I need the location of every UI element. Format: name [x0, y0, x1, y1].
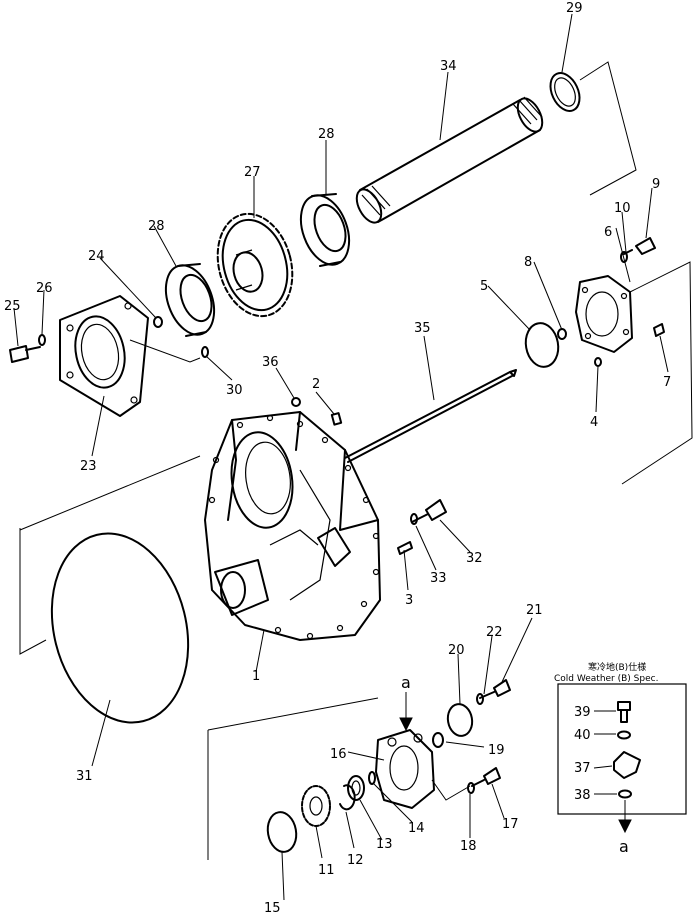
- retainer-23: [59, 295, 149, 417]
- callout-36: 36: [262, 355, 279, 370]
- bolt-17: [471, 767, 501, 787]
- oring-19: [432, 732, 444, 748]
- callout-27: 27: [244, 165, 261, 180]
- oring-30: [201, 346, 209, 358]
- inset-title-jp: 寒冷地(B)仕様: [588, 661, 646, 673]
- leader-lines: [13, 13, 669, 901]
- callout-34: 34: [440, 59, 457, 74]
- bearing-28-lower: [164, 263, 216, 337]
- callout-14: 14: [408, 821, 425, 836]
- callout-10: 10: [614, 201, 631, 216]
- rod-35: [344, 369, 517, 463]
- bracket-31: [19, 455, 201, 655]
- callout-26: 26: [36, 281, 53, 296]
- callout-19: 19: [488, 743, 505, 758]
- plug-36: [291, 397, 301, 407]
- plug-2: [330, 412, 343, 426]
- callout-5: 5: [480, 279, 488, 294]
- inset-callout-40: 40: [574, 728, 591, 743]
- callout-4: 4: [590, 415, 598, 430]
- callout-23: 23: [80, 459, 97, 474]
- gear-11: [301, 785, 331, 827]
- callout-25: 25: [4, 299, 21, 314]
- callout-2: 2: [312, 377, 320, 392]
- snap-ring-12: [339, 784, 356, 811]
- ref-arrow-a: [399, 717, 413, 732]
- callout-35: 35: [414, 321, 431, 336]
- plug-8: [557, 328, 567, 340]
- callout-9: 9: [652, 177, 660, 192]
- gear-27: [216, 212, 294, 318]
- inset-washer-40: [617, 730, 631, 740]
- snap-ring-14: [368, 771, 376, 785]
- inset-title-en: Cold Weather (B) Spec.: [554, 674, 658, 684]
- washer-22: [476, 693, 484, 705]
- callout-16: 16: [330, 747, 347, 762]
- cover-6: [575, 275, 633, 353]
- callout-22: 22: [486, 625, 503, 640]
- callout-8: 8: [524, 255, 532, 270]
- housing-1: [204, 411, 381, 641]
- shaft-34: [355, 96, 544, 224]
- inset-ref-label-a: a: [619, 837, 629, 856]
- washer-10: [620, 251, 628, 263]
- inset-callout-37: 37: [574, 761, 591, 776]
- oring-5: [524, 322, 560, 368]
- callout-20: 20: [448, 643, 465, 658]
- callout-32: 32: [466, 551, 483, 566]
- inset-frame: [557, 683, 687, 815]
- inset-bolt-39: [617, 701, 631, 723]
- bolt-25: [9, 345, 41, 363]
- callout-labels: 1 2 3 4 5 6 7 8 9 10 11 12 13 14 15 16 1…: [4, 1, 671, 912]
- bracket-6: [621, 261, 693, 485]
- inset-callout-38: 38: [574, 788, 591, 803]
- callout-28b: 28: [318, 127, 335, 142]
- bolt-9: [623, 237, 656, 255]
- callout-31: 31: [76, 769, 93, 784]
- bolt-32: [411, 499, 447, 523]
- seal-15: [266, 811, 298, 853]
- inset-ref-arrow-a: [618, 819, 632, 834]
- callout-21: 21: [526, 603, 543, 618]
- callout-6: 6: [604, 225, 612, 240]
- callout-28a: 28: [148, 219, 165, 234]
- ref-label-a: a: [401, 673, 411, 692]
- callout-15: 15: [264, 901, 281, 912]
- inset-callout-39: 39: [574, 705, 591, 720]
- callout-1: 1: [252, 669, 260, 684]
- callout-3: 3: [405, 593, 413, 608]
- callout-33: 33: [430, 571, 447, 586]
- bracket-29: [579, 61, 637, 196]
- callout-18: 18: [460, 839, 477, 854]
- washer-18: [467, 782, 475, 794]
- bracket-16: [375, 729, 435, 809]
- callout-12: 12: [347, 853, 364, 868]
- washer-33: [410, 513, 418, 525]
- callout-7: 7: [663, 375, 671, 390]
- inset-plug-37: [613, 751, 641, 779]
- cold-weather-inset: 寒冷地(B)仕様 Cold Weather (B) Spec. 39 40 37…: [554, 661, 687, 856]
- bracket-15: [207, 697, 379, 860]
- callout-17: 17: [502, 817, 519, 832]
- seal-31: [50, 532, 190, 724]
- plug-24: [153, 316, 163, 328]
- callout-24: 24: [88, 249, 105, 264]
- bearing-28-upper: [299, 193, 351, 267]
- plate-20: [446, 703, 474, 737]
- snap-ring-29: [549, 72, 581, 112]
- inset-oring-38: [618, 789, 632, 799]
- washer-26: [38, 334, 46, 346]
- plug-7: [653, 323, 665, 337]
- callout-29: 29: [566, 1, 583, 16]
- callout-11: 11: [318, 863, 335, 878]
- oring-4: [594, 357, 602, 367]
- pin-3: [397, 541, 413, 555]
- callout-13: 13: [376, 837, 393, 852]
- callout-30: 30: [226, 383, 243, 398]
